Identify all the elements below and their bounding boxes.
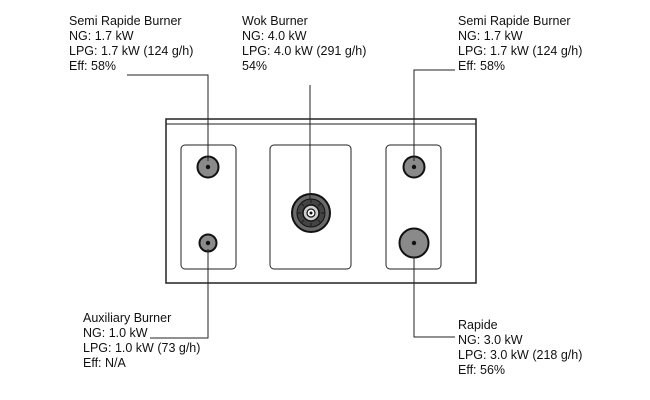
wok-title: Wok Burner [242, 14, 308, 28]
semi-rapide-left-label: Semi Rapide Burner NG: 1.7 kW LPG: 1.7 k… [69, 14, 193, 74]
rapide-lpg: LPG: 3.0 kW (218 g/h) [458, 348, 583, 362]
wok-lpg: LPG: 4.0 kW (291 g/h) [242, 44, 367, 58]
wok-eff: 54% [242, 59, 268, 73]
wok-burner-icon [291, 193, 331, 233]
auxiliary-ng: NG: 1.0 kW [83, 326, 148, 340]
semi-rapide-right-label: Semi Rapide Burner NG: 1.7 kW LPG: 1.7 k… [458, 14, 582, 74]
rapide-eff: Eff: 56% [458, 363, 506, 377]
auxiliary-eff: Eff: N/A [83, 356, 126, 370]
leader-rapide [413, 257, 455, 338]
wok-ng: NG: 4.0 kW [242, 29, 307, 43]
semi-rapide-right-lpg: LPG: 1.7 kW (124 g/h) [458, 44, 583, 58]
rapide-ng: NG: 3.0 kW [458, 333, 523, 347]
semi-rapide-left-burner-icon [196, 155, 220, 179]
leader-semi-rapide-right [413, 69, 455, 161]
wok-label: Wok Burner NG: 4.0 kW LPG: 4.0 kW (291 g… [242, 14, 366, 74]
auxiliary-title: Auxiliary Burner [83, 311, 172, 325]
semi-rapide-left-lpg: LPG: 1.7 kW (124 g/h) [69, 44, 194, 58]
semi-rapide-right-ng: NG: 1.7 kW [458, 29, 523, 43]
leader-auxiliary [150, 249, 209, 339]
semi-rapide-right-eff: Eff: 58% [458, 59, 506, 73]
rapide-title: Rapide [458, 318, 498, 332]
semi-rapide-right-title: Semi Rapide Burner [458, 14, 571, 28]
semi-rapide-left-title: Semi Rapide Burner [69, 14, 182, 28]
leader-semi-rapide-left [127, 74, 209, 161]
semi-rapide-left-eff: Eff: 58% [69, 59, 117, 73]
rapide-label: Rapide NG: 3.0 kW LPG: 3.0 kW (218 g/h) … [458, 318, 582, 378]
auxiliary-label: Auxiliary Burner NG: 1.0 kW LPG: 1.0 kW … [83, 311, 200, 371]
rapide-burner-icon [398, 227, 430, 259]
semi-rapide-left-ng: NG: 1.7 kW [69, 29, 134, 43]
auxiliary-burner-icon [198, 233, 218, 253]
auxiliary-lpg: LPG: 1.0 kW (73 g/h) [83, 341, 201, 355]
